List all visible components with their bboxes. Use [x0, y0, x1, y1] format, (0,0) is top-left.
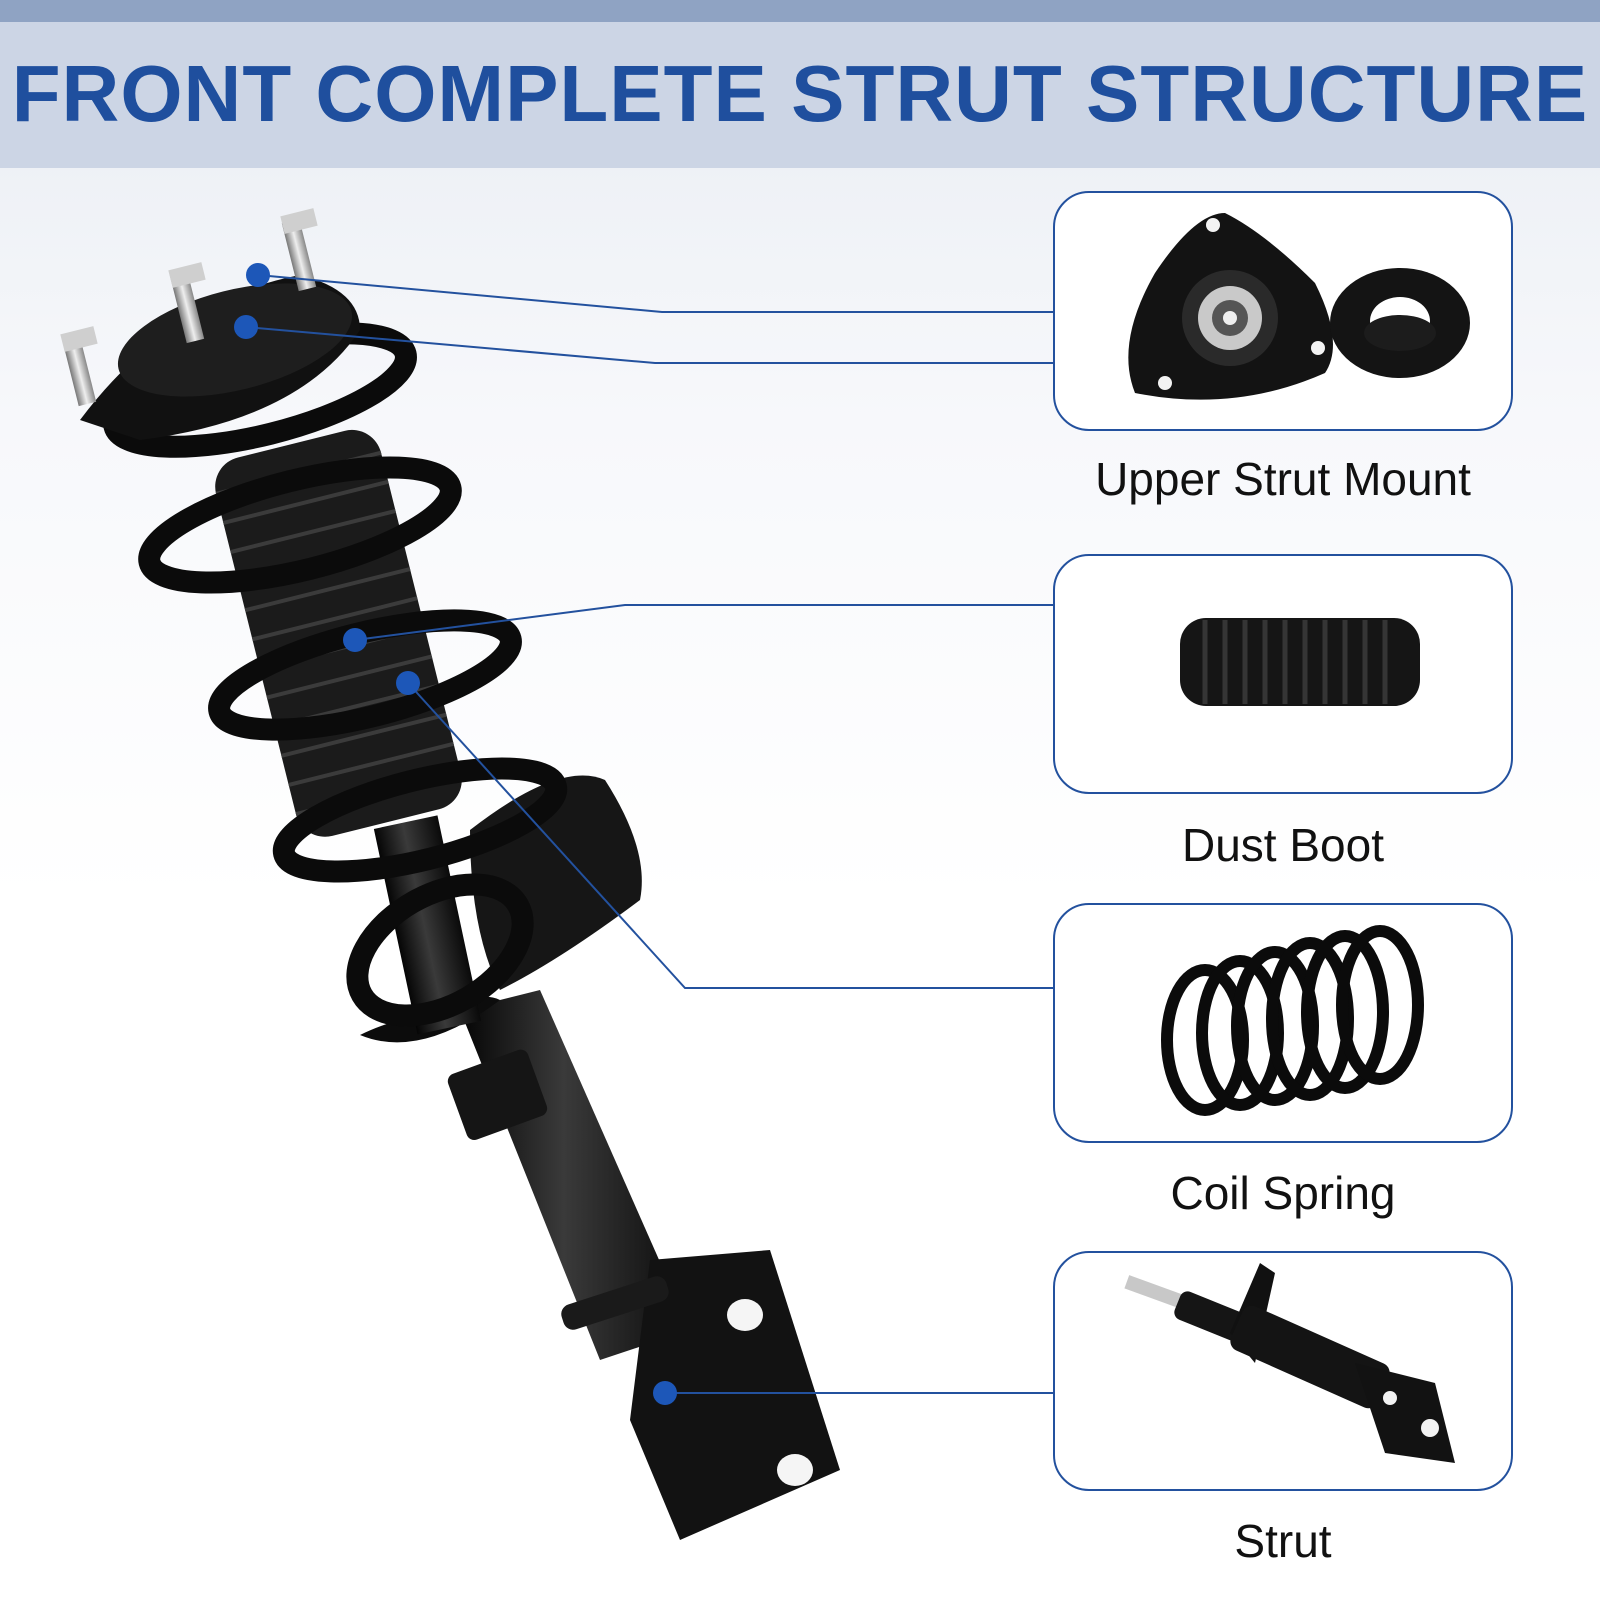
- top-mount-on-assembly: [60, 208, 360, 440]
- card-coil-spring: [1053, 903, 1513, 1143]
- top-accent-strip: [0, 0, 1600, 22]
- callout-lines: [245, 274, 1053, 1394]
- card-upper-strut-mount: [1053, 191, 1513, 431]
- label-dust-boot: Dust Boot: [1182, 819, 1384, 871]
- card-strut: [1053, 1251, 1513, 1491]
- card-dust-boot: [1053, 554, 1513, 794]
- label-upper-strut-mount: Upper Strut Mount: [1095, 453, 1471, 505]
- upper-strut-mount-icon: [1128, 213, 1470, 400]
- label-strut: Strut: [1234, 1515, 1332, 1567]
- title-band: [0, 22, 1600, 168]
- coil-spring-icon: [1161, 925, 1424, 1116]
- strut-body: [447, 990, 840, 1540]
- strut-icon: [1124, 1263, 1455, 1463]
- label-coil-spring: Coil Spring: [1170, 1167, 1396, 1219]
- page-title: FRONT COMPLETE STRUT STRUCTURE: [11, 49, 1589, 138]
- dust-boot-icon: [1180, 618, 1420, 706]
- callout-dots: [234, 263, 677, 1405]
